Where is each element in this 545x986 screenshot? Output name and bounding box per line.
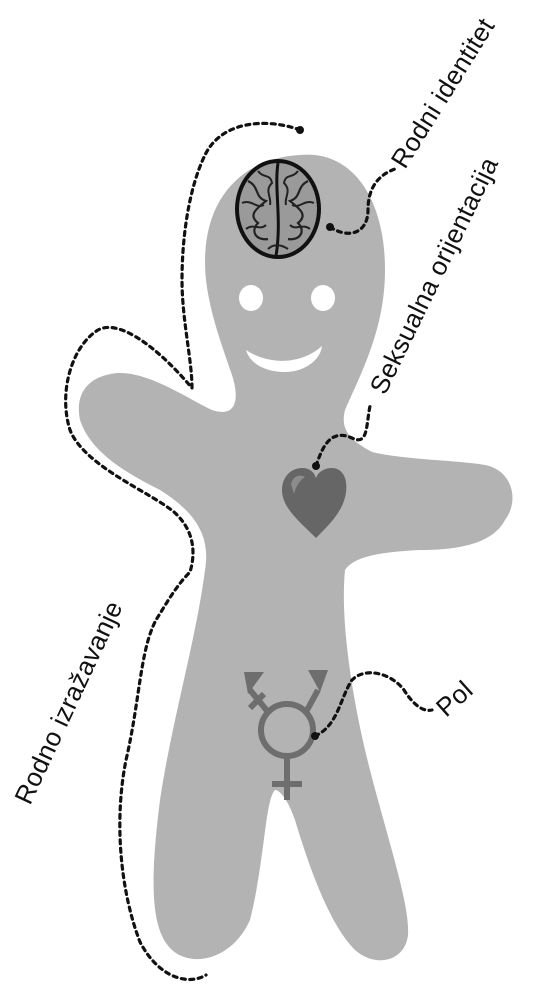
leader-dot-sex (311, 732, 319, 740)
label-gender-expression: Rodno izražavanje (8, 596, 128, 808)
leader-dot-gender-identity (326, 223, 334, 231)
leader-dot-gender-expression (296, 126, 304, 134)
label-sex: Pol (430, 674, 479, 722)
left-eye (239, 285, 263, 311)
brain-icon (237, 161, 319, 257)
leader-dot-sexual-orientation (312, 462, 320, 470)
label-gender-identity: Rodni identitet (385, 12, 501, 173)
right-eye (311, 285, 335, 311)
